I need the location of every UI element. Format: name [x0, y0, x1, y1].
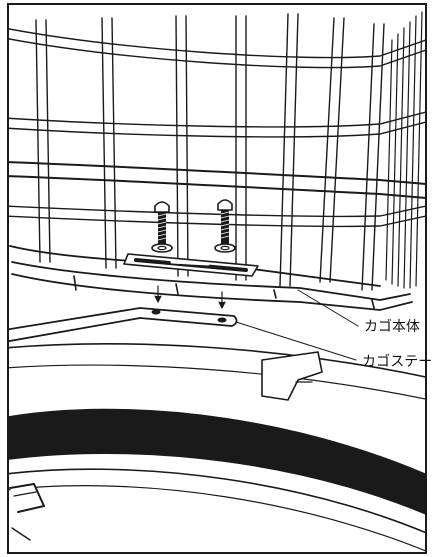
- stay-hole-right: [217, 317, 227, 323]
- leader-line-basket-body: [297, 289, 359, 327]
- border-frame: [7, 3, 427, 554]
- bolt-right: [214, 199, 236, 253]
- washer-right: [214, 243, 236, 253]
- basket-body: [8, 11, 426, 311]
- bolt-left: [151, 201, 173, 253]
- washer-left: [151, 243, 173, 253]
- basket-stay: [8, 307, 238, 343]
- front-wheel: [8, 343, 426, 552]
- stay-hole-left: [151, 309, 161, 315]
- arrow-left: [154, 285, 162, 303]
- label-basket-body: カゴ本体: [364, 318, 420, 335]
- label-basket-stay: カゴステー: [362, 353, 432, 370]
- arrow-right: [218, 291, 226, 309]
- leader-line-basket-stay: [235, 321, 357, 361]
